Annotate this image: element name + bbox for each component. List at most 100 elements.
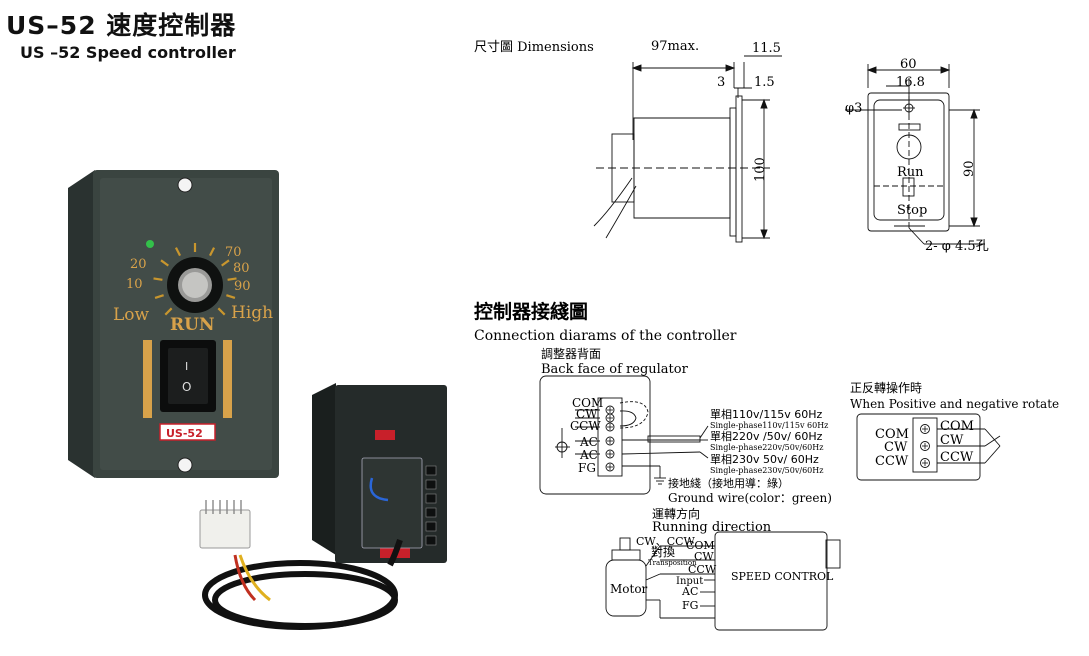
switch-off-mark: O (182, 380, 191, 394)
dim-side-height: 100 (753, 157, 768, 182)
regulator-screw (605, 436, 615, 446)
sc-ac: AC (681, 585, 698, 598)
swap-label-en: Transposition (648, 559, 697, 567)
rotate-ccw-left: CCW (875, 454, 909, 469)
dial-80: 80 (233, 261, 250, 276)
terminal-com: COM (572, 396, 603, 410)
dial-tick (160, 259, 169, 267)
low-label: Low (113, 305, 150, 325)
connector-pins (205, 500, 242, 514)
model-badge-text: US-52 (166, 427, 203, 440)
regulator-label-en: Back face of regulator (541, 362, 689, 377)
dim-flange: 11.5 (752, 41, 781, 56)
rear-screw (425, 521, 437, 532)
dim-front-height: 90 (962, 160, 977, 177)
sc-ccw: CCW (688, 563, 717, 576)
rotate-cw-left: CW (884, 440, 908, 455)
dial-tick (154, 294, 164, 300)
bottom-mount-hole (177, 457, 193, 473)
rear-terminal-label (361, 457, 423, 549)
cw-ccw-label: CW、CCW (636, 535, 696, 548)
cable-coil (202, 539, 403, 630)
dim-plate: 1.5 (754, 75, 775, 90)
dimensions-label: 尺寸圖 Dimensions (474, 40, 594, 55)
rear-warning-label-top (375, 430, 395, 440)
swap-label-cn: 對換 (651, 545, 675, 559)
power-220-en: Single-phase220v/50v/60Hz (710, 443, 823, 452)
model-badge (159, 423, 216, 441)
front-run-label: Run (897, 165, 924, 180)
dial-tick (209, 247, 216, 257)
rotate-screws (920, 424, 930, 468)
terminal-fg: FG (578, 461, 596, 475)
mount-holes-label: 2- φ 4.5孔 (925, 239, 989, 254)
connection-heading: 控制器接綫圖 (474, 300, 588, 323)
cable-wire-red (233, 554, 257, 602)
regulator-screws (605, 405, 615, 472)
power-led (146, 240, 154, 248)
page-title: US–52 速度控制器 (6, 11, 237, 40)
high-label: High (231, 303, 273, 323)
regulator-screw (605, 449, 615, 459)
rear-screw (425, 535, 437, 546)
dial-tick (164, 307, 173, 316)
regulator-label-cn: 調整器背面 (541, 346, 601, 361)
motor-label: Motor (610, 582, 648, 596)
knob-cap-center (182, 272, 208, 298)
rotate-label-cn: 正反轉操作時 (850, 380, 922, 395)
speed-control-label: SPEED CONTROL (731, 570, 834, 583)
regulator-drawing (539, 375, 709, 495)
sc-com: COM (686, 539, 715, 552)
top-mount-hole (177, 177, 193, 193)
rear-jumper-wire (369, 477, 389, 502)
connection-heading-en: Connection diarams of the controller (474, 328, 737, 344)
power-110-cn: 單相110v/115v 60Hz (710, 408, 822, 421)
rear-terminal-screws (425, 465, 437, 546)
cable-connector (199, 509, 251, 549)
dim-hole-offset: 16.8 (896, 75, 925, 90)
dial-20: 20 (130, 257, 147, 272)
regulator-terminals: COM CW CCW AC AC FG (570, 396, 603, 475)
rear-screw (425, 479, 437, 490)
terminal-ccw: CCW (570, 419, 601, 433)
ground-label-cn: 接地綫（接地用導：綠） (668, 476, 789, 490)
rotate-cw-right: CW (940, 433, 964, 448)
dim-step: 3 (717, 75, 725, 90)
dim-hole-dia: φ3 (845, 101, 862, 116)
rotate-screw (920, 424, 930, 434)
terminal-ac-2: AC (579, 448, 598, 462)
sc-input: Input (676, 576, 703, 587)
power-230-cn: 單相230v 50v/ 60Hz (710, 453, 819, 466)
rear-screw (425, 507, 437, 518)
rotate-com-right: COM (940, 419, 974, 434)
dial-tick (227, 277, 237, 281)
dial-90: 90 (234, 279, 251, 294)
rotate-screw (920, 458, 930, 468)
power-230-en: Single-phase230v/50v/60Hz (710, 466, 823, 475)
running-label-en: Running direction (652, 520, 772, 535)
dial-tick (174, 247, 181, 257)
dim-width: 60 (900, 57, 917, 72)
rotate-com-left: COM (875, 427, 909, 442)
page-subtitle: US –52 Speed controller (20, 43, 236, 62)
front-view-drawing (845, 64, 985, 245)
cable-wire-yellow (238, 554, 271, 602)
product-photo: 20 10 70 80 90 Low RUN High I O US-52 (68, 170, 447, 630)
switch-on-mark: I (185, 360, 188, 373)
amber-bar-left (143, 340, 152, 418)
run-label: RUN (170, 315, 215, 335)
dial-tick (153, 277, 163, 281)
regulator-screw (605, 422, 615, 432)
rocker-switch-face (168, 348, 208, 404)
dial-tick (217, 307, 226, 316)
rotate-drawing (856, 413, 1001, 481)
dial-tick (226, 294, 236, 300)
controller-side (68, 170, 95, 478)
dial-ticks (153, 243, 237, 316)
side-view-drawing (593, 55, 782, 243)
running-label-cn: 運轉方向 (652, 506, 700, 521)
rear-unit-side (312, 383, 336, 555)
regulator-screw (605, 462, 615, 472)
regulator-screw (605, 413, 615, 423)
